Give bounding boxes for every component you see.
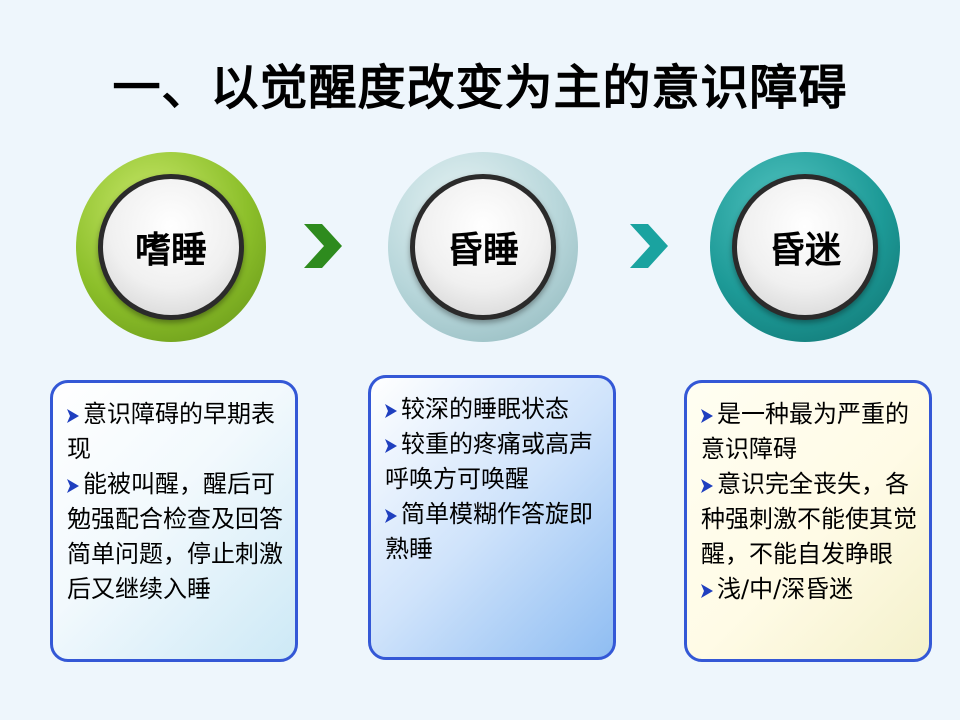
chevron-right-icon (304, 224, 342, 268)
list-item-text: 意识完全丧失，各种强刺激不能使其觉醒，不能自发睁眼 (701, 470, 917, 568)
bullet-arrow-icon (385, 404, 397, 418)
list-item: 较深的睡眠状态 (385, 392, 603, 427)
description-box-1: 意识障碍的早期表现 能被叫醒，醒后可勉强配合检查及回答简单问题，停止刺激后又继续… (50, 380, 298, 662)
stage-circle-1: 嗜睡 (76, 152, 266, 342)
description-box-2: 较深的睡眠状态 较重的疼痛或高声呼唤方可唤醒 简单模糊作答旋即熟睡 (368, 375, 616, 660)
list-item-text: 是一种最为严重的意识障碍 (701, 400, 909, 463)
stage-inner: 嗜睡 (103, 179, 239, 315)
bullet-arrow-icon (701, 409, 713, 423)
list-item-text: 较重的疼痛或高声呼唤方可唤醒 (385, 430, 593, 493)
bullet-arrow-icon (385, 439, 397, 453)
bullet-arrow-icon (385, 509, 397, 523)
stage-label: 昏睡 (446, 230, 519, 271)
list-item-text: 能被叫醒，醒后可勉强配合检查及回答简单问题，停止刺激后又继续入睡 (67, 470, 283, 603)
bullet-arrow-icon (701, 584, 713, 598)
stage-label: 昏迷 (768, 230, 841, 271)
bullet-arrow-icon (67, 479, 79, 493)
page-title: 一、以觉醒度改变为主的意识障碍 (112, 60, 848, 116)
stage-circle-3: 昏迷 (710, 152, 900, 342)
description-box-3: 是一种最为严重的意识障碍 意识完全丧失，各种强刺激不能使其觉醒，不能自发睁眼 浅… (684, 380, 932, 662)
stage-inner: 昏睡 (415, 179, 551, 315)
list-item-text: 意识障碍的早期表现 (67, 400, 275, 463)
list-item: 是一种最为严重的意识障碍 (701, 397, 919, 467)
list-item: 浅/中/深昏迷 (701, 572, 919, 607)
list-item-text: 简单模糊作答旋即熟睡 (385, 500, 593, 563)
list-item: 意识完全丧失，各种强刺激不能使其觉醒，不能自发睁眼 (701, 467, 919, 572)
list-item-text: 浅/中/深昏迷 (717, 575, 854, 603)
list-item: 简单模糊作答旋即熟睡 (385, 497, 603, 567)
list-item: 能被叫醒，醒后可勉强配合检查及回答简单问题，停止刺激后又继续入睡 (67, 467, 285, 607)
stage-label: 嗜睡 (134, 230, 207, 271)
list-item: 较重的疼痛或高声呼唤方可唤醒 (385, 427, 603, 497)
list-item: 意识障碍的早期表现 (67, 397, 285, 467)
bullet-arrow-icon (701, 479, 713, 493)
bullet-arrow-icon (67, 409, 79, 423)
stage-circle-2: 昏睡 (388, 152, 578, 342)
stage-inner: 昏迷 (737, 179, 873, 315)
list-item-text: 较深的睡眠状态 (401, 395, 569, 423)
chevron-right-icon (630, 224, 668, 268)
